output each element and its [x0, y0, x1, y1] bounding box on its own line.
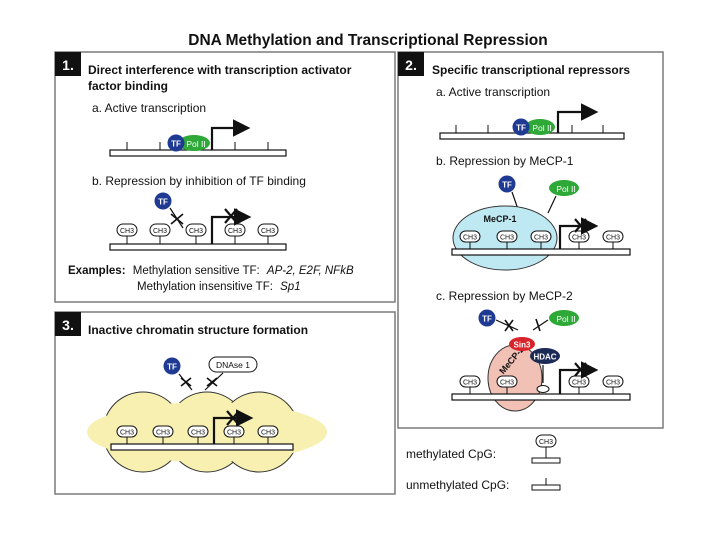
panel-2c-hdac-shape [530, 348, 560, 364]
panel-2-heading: Specific transcriptional repressors [432, 63, 630, 77]
panel-1b-tf-shape [154, 192, 172, 210]
svg-text:CH3: CH3 [534, 235, 548, 242]
panel-2b-transcription-arrow [558, 217, 599, 249]
panel-2c-tf-label: TF [482, 315, 492, 324]
panel-3-heading: Inactive chromatin structure formation [88, 323, 308, 337]
panel-2-number-tab [398, 52, 424, 76]
panel-1-examples-line2: Methylation insensitive TF: Sp1 [137, 281, 301, 293]
panel-1b-tf-label: TF [158, 198, 168, 207]
svg-text:CH3: CH3 [463, 235, 477, 242]
panel-3-ch3-marks: CH3 CH3 CH3 CH3 CH3 [116, 425, 279, 444]
panel-3-transcription-arrow [212, 409, 254, 444]
svg-text:CH3: CH3 [191, 430, 205, 437]
panel-2a-tf-label: TF [516, 124, 526, 133]
panel-3-number-tab [55, 312, 81, 336]
panel-2c-dna [451, 393, 631, 401]
panel-3-dnase1-arrow [204, 372, 224, 391]
svg-text:CH3: CH3 [120, 430, 134, 437]
panel-2-number: 2. [405, 57, 417, 73]
panel-2b-pol2-label: Pol II [556, 184, 575, 194]
panel-3-number: 3. [62, 317, 74, 333]
panel-1-frame [54, 51, 396, 303]
panel-2c-ch3-marks: CH3 CH3 CH3 CH3 [459, 375, 624, 394]
panel-1-number: 1. [62, 57, 74, 73]
panel-2b-dna [451, 248, 631, 256]
legend-unmethylated-symbol [531, 478, 561, 491]
panel-2b-tf-label: TF [502, 181, 512, 190]
svg-text:CH3: CH3 [120, 228, 134, 235]
panel-2a-pol2-label: Pol II [532, 123, 551, 133]
legend-methylated-label: methylated CpG: [406, 447, 496, 461]
svg-text:CH3: CH3 [572, 380, 586, 387]
panel-1b-ch3-marks: CH3 CH3 CH3 CH3 CH3 [116, 223, 279, 244]
panel-1-number-tab [55, 52, 81, 76]
panel-3-dna [110, 443, 294, 451]
panel-1-heading-line1: Direct interference with transcription a… [88, 63, 352, 77]
panel-2-sub-c: c. Repression by MeCP-2 [436, 289, 573, 303]
panel-2c-tf-shape [478, 309, 496, 327]
panel-1a-tf-label: TF [171, 140, 181, 149]
panel-2c-histone-mark [536, 385, 550, 393]
svg-text:CH3: CH3 [153, 228, 167, 235]
svg-text:CH3: CH3 [228, 228, 242, 235]
svg-text:CH3: CH3 [500, 235, 514, 242]
panel-2b-pol2-shape [549, 180, 579, 196]
panel-1a-tf-shape [167, 134, 185, 152]
panel-3-dnase1-shape [208, 356, 258, 373]
svg-text:CH3: CH3 [539, 439, 553, 446]
panel-2b-pol2-arrow [547, 195, 557, 214]
panel-2c-pol2-shape [549, 310, 579, 326]
panel-1-heading-line2: factor binding [88, 79, 168, 93]
svg-text:CH3: CH3 [261, 430, 275, 437]
panel-1b-dna [109, 243, 287, 251]
svg-text:CH3: CH3 [606, 380, 620, 387]
page-title: DNA Methylation and Transcriptional Repr… [188, 32, 547, 49]
svg-text:CH3: CH3 [500, 380, 514, 387]
svg-text:CH3: CH3 [227, 430, 241, 437]
panel-2-sub-b: b. Repression by MeCP-1 [436, 154, 574, 168]
panel-2a-tf-shape [512, 118, 530, 136]
panel-3-dnase1-label: DNAse 1 [216, 360, 250, 370]
panel-2c-pol2-arrow [532, 319, 549, 331]
panel-1a-pol2-shape [178, 135, 210, 151]
panel-2c-pol2-label: Pol II [556, 314, 575, 324]
panel-2c-sin3-label: Sin3 [514, 341, 531, 350]
legend-methylated-symbol: CH3 [531, 434, 561, 464]
panel-1a-transcription-arrow [210, 119, 251, 150]
panel-1-sub-a: a. Active transcription [92, 101, 206, 115]
panel-1a-pol2-label: Pol II [186, 139, 205, 149]
svg-text:CH3: CH3 [261, 228, 275, 235]
panel-2a-transcription-arrow [556, 103, 599, 133]
svg-text:CH3: CH3 [606, 235, 620, 242]
panel-1b-transcription-arrow [210, 208, 252, 244]
panel-2b-mecp1-label: MeCP-1 [483, 214, 516, 224]
panel-2a-pol2-shape [525, 119, 555, 135]
panel-2c-sin3-shape [509, 337, 535, 351]
panel-1-examples-line1: Examples: Methylation sensitive TF: AP-2… [68, 265, 354, 277]
legend-unmethylated-label: unmethylated CpG: [406, 478, 509, 492]
svg-text:CH3: CH3 [463, 380, 477, 387]
panel-2b-ch3-marks: CH3 CH3 CH3 CH3 CH3 [459, 230, 624, 249]
panel-3-tf-shape [163, 357, 181, 375]
panel-3-tf-label: TF [167, 363, 177, 372]
svg-text:CH3: CH3 [572, 235, 586, 242]
panel-2c-hdac-label: HDAC [533, 353, 556, 362]
svg-text:CH3: CH3 [156, 430, 170, 437]
panel-2b-tf-shape [498, 175, 516, 193]
panel-2c-transcription-arrow [558, 361, 599, 394]
svg-text:CH3: CH3 [189, 228, 203, 235]
panel-2-sub-a: a. Active transcription [436, 85, 550, 99]
panel-2c-tf-arrow [495, 319, 519, 331]
panel-1-sub-b: b. Repression by inhibition of TF bindin… [92, 174, 306, 188]
